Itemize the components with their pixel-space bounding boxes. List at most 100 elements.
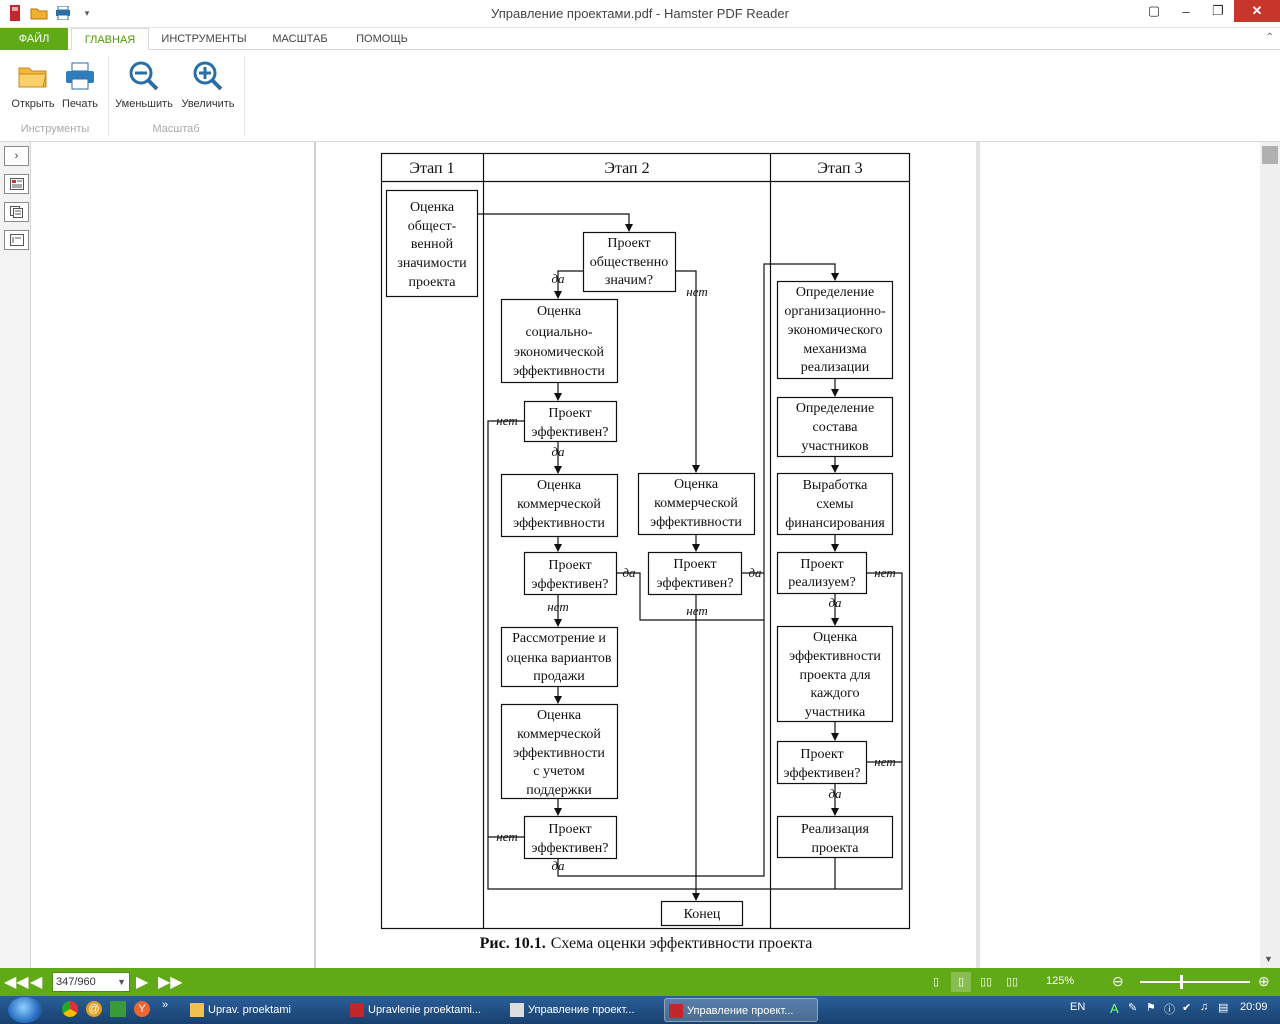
- box-label: Оценка: [813, 630, 858, 645]
- scroll-down-icon[interactable]: ▼: [1264, 954, 1273, 964]
- expand-panel-icon[interactable]: ›: [4, 146, 29, 166]
- open-button[interactable]: Открыть: [3, 58, 63, 110]
- zoom-level: 125%: [1046, 975, 1075, 987]
- zoom-in-button[interactable]: Увеличить: [178, 58, 238, 110]
- network-icon[interactable]: ▤: [1218, 1002, 1229, 1014]
- tab-tools[interactable]: ИНСТРУМЕНТЫ: [161, 33, 247, 45]
- chrome-icon[interactable]: [62, 1001, 78, 1017]
- box-label: Проект: [548, 406, 591, 421]
- stage-2-header: Этап 2: [604, 160, 649, 177]
- page-number: 347/960: [56, 976, 96, 988]
- app-icon[interactable]: [110, 1001, 126, 1017]
- open-folder-icon[interactable]: [30, 4, 48, 22]
- tab-home[interactable]: ГЛАВНАЯ: [71, 28, 149, 50]
- taskbar-item-pdf-1[interactable]: Upravlenie proektami...: [346, 998, 498, 1022]
- zoom-out-label: Уменьшить: [115, 98, 173, 110]
- box-commercial-support: [500, 703, 619, 800]
- yes-label: да: [748, 565, 762, 580]
- facing-view-icon[interactable]: ▯▯: [979, 976, 993, 988]
- no-label: нет: [686, 603, 707, 618]
- bookmarks-icon[interactable]: [4, 230, 29, 250]
- box-label: организационно-: [784, 304, 886, 319]
- tab-file[interactable]: ФАЙЛ: [0, 28, 68, 50]
- facing-continuous-view-icon[interactable]: ▯▯: [1005, 976, 1019, 988]
- tab-scale[interactable]: МАСШТАБ: [272, 33, 328, 45]
- box-implementation: [776, 815, 894, 859]
- no-label: нет: [547, 599, 568, 614]
- tray-pen-icon[interactable]: ✎: [1128, 1002, 1138, 1014]
- open-folder-icon: [15, 58, 51, 94]
- stage-frame: [380, 152, 911, 930]
- single-page-view-icon[interactable]: ▯: [932, 976, 940, 988]
- box-label: Оценка: [537, 304, 582, 319]
- box-labels: Оценка общест- венной значимости проекта…: [397, 200, 886, 922]
- tray-check-icon[interactable]: ✔: [1182, 1002, 1192, 1014]
- taskbar-item-label: Управление проект...: [528, 1004, 635, 1016]
- language-indicator[interactable]: EN: [1070, 1001, 1086, 1013]
- window-controls: ▢ – ❐ ✕: [1138, 0, 1280, 22]
- box-label: эффективности: [513, 746, 605, 761]
- box-label: проекта: [409, 275, 457, 290]
- box-label: значимости: [397, 256, 467, 271]
- yandex-icon[interactable]: Y: [134, 1001, 150, 1017]
- page-dropdown-icon[interactable]: ▼: [117, 977, 126, 987]
- box-label: каждого: [811, 686, 860, 701]
- zoom-out-button[interactable]: Уменьшить: [114, 58, 174, 110]
- print-label: Печать: [61, 98, 99, 110]
- thumbnails-icon[interactable]: [4, 174, 29, 194]
- taskbar-item-folder[interactable]: Uprav. proektami: [186, 998, 338, 1022]
- box-label: Проект: [548, 558, 591, 573]
- mail-icon[interactable]: @: [86, 1001, 102, 1017]
- qat-dropdown-icon[interactable]: ▾: [84, 7, 90, 18]
- start-button[interactable]: [8, 997, 42, 1023]
- box-participant-efficiency: [776, 625, 894, 723]
- tab-help[interactable]: ПОМОЩЬ: [356, 33, 408, 45]
- prev-page-icon[interactable]: ◀: [30, 974, 43, 991]
- more-icon[interactable]: »: [162, 999, 169, 1011]
- pages-icon[interactable]: [4, 202, 29, 222]
- taskbar-item-pdf-3[interactable]: Управление проект...: [664, 998, 818, 1022]
- caption-number: Рис. 10.1.: [480, 935, 546, 952]
- group-separator: [244, 56, 245, 136]
- no-label: нет: [874, 565, 895, 580]
- tray-a-icon[interactable]: A: [1110, 1001, 1119, 1016]
- document-icon: [510, 1003, 524, 1017]
- box-label: участника: [805, 705, 866, 720]
- pdf-icon: [669, 1004, 683, 1018]
- clock[interactable]: 20:09: [1240, 1001, 1268, 1013]
- first-page-icon[interactable]: ◀◀: [4, 974, 29, 991]
- close-icon[interactable]: ✕: [1234, 0, 1280, 22]
- tray-flag-icon[interactable]: ⚑: [1146, 1002, 1156, 1014]
- box-label: участников: [801, 439, 869, 454]
- box-label: оценка вариантов: [507, 651, 612, 666]
- print-button[interactable]: Печать: [50, 58, 110, 110]
- box-label: коммерческой: [654, 496, 738, 511]
- page-number-input[interactable]: 347/960 ▼: [52, 972, 130, 992]
- last-page-icon[interactable]: ▶▶: [158, 974, 183, 991]
- printer-icon[interactable]: [54, 4, 72, 22]
- restore-icon[interactable]: ❐: [1212, 3, 1224, 18]
- zoom-in-small-icon[interactable]: ⊕: [1258, 973, 1270, 989]
- volume-icon[interactable]: ♫: [1200, 1001, 1209, 1013]
- zoom-out-small-icon[interactable]: ⊖: [1112, 973, 1124, 989]
- zoom-slider[interactable]: [1140, 981, 1250, 983]
- scroll-thumb[interactable]: [1262, 146, 1278, 164]
- zoom-slider-knob[interactable]: [1180, 975, 1183, 989]
- taskbar-item-pdf-2[interactable]: Управление проект...: [506, 998, 658, 1022]
- box-label: реализуем?: [788, 575, 856, 590]
- tray-info-icon[interactable]: ⓘ: [1164, 1004, 1175, 1016]
- box-label: эффективности: [789, 649, 881, 664]
- vertical-scrollbar[interactable]: ▼: [1260, 142, 1280, 968]
- box-label: реализации: [801, 360, 870, 375]
- group-label-tools: Инструменты: [20, 123, 90, 135]
- next-page-icon[interactable]: ▶: [136, 974, 149, 991]
- box-label: проекта для: [799, 668, 871, 683]
- box-label: Проект: [673, 557, 716, 572]
- fullscreen-icon[interactable]: ▢: [1147, 3, 1161, 18]
- collapse-ribbon-icon[interactable]: ⌃: [1265, 32, 1274, 43]
- box-label: эффективен?: [784, 766, 861, 781]
- continuous-view-icon[interactable]: ▯: [951, 972, 971, 992]
- box-label: Проект: [800, 747, 843, 762]
- ribbon: Открыть Печать Уменьшить Увеличить Инстр…: [0, 50, 1280, 142]
- minimize-icon[interactable]: –: [1182, 3, 1190, 19]
